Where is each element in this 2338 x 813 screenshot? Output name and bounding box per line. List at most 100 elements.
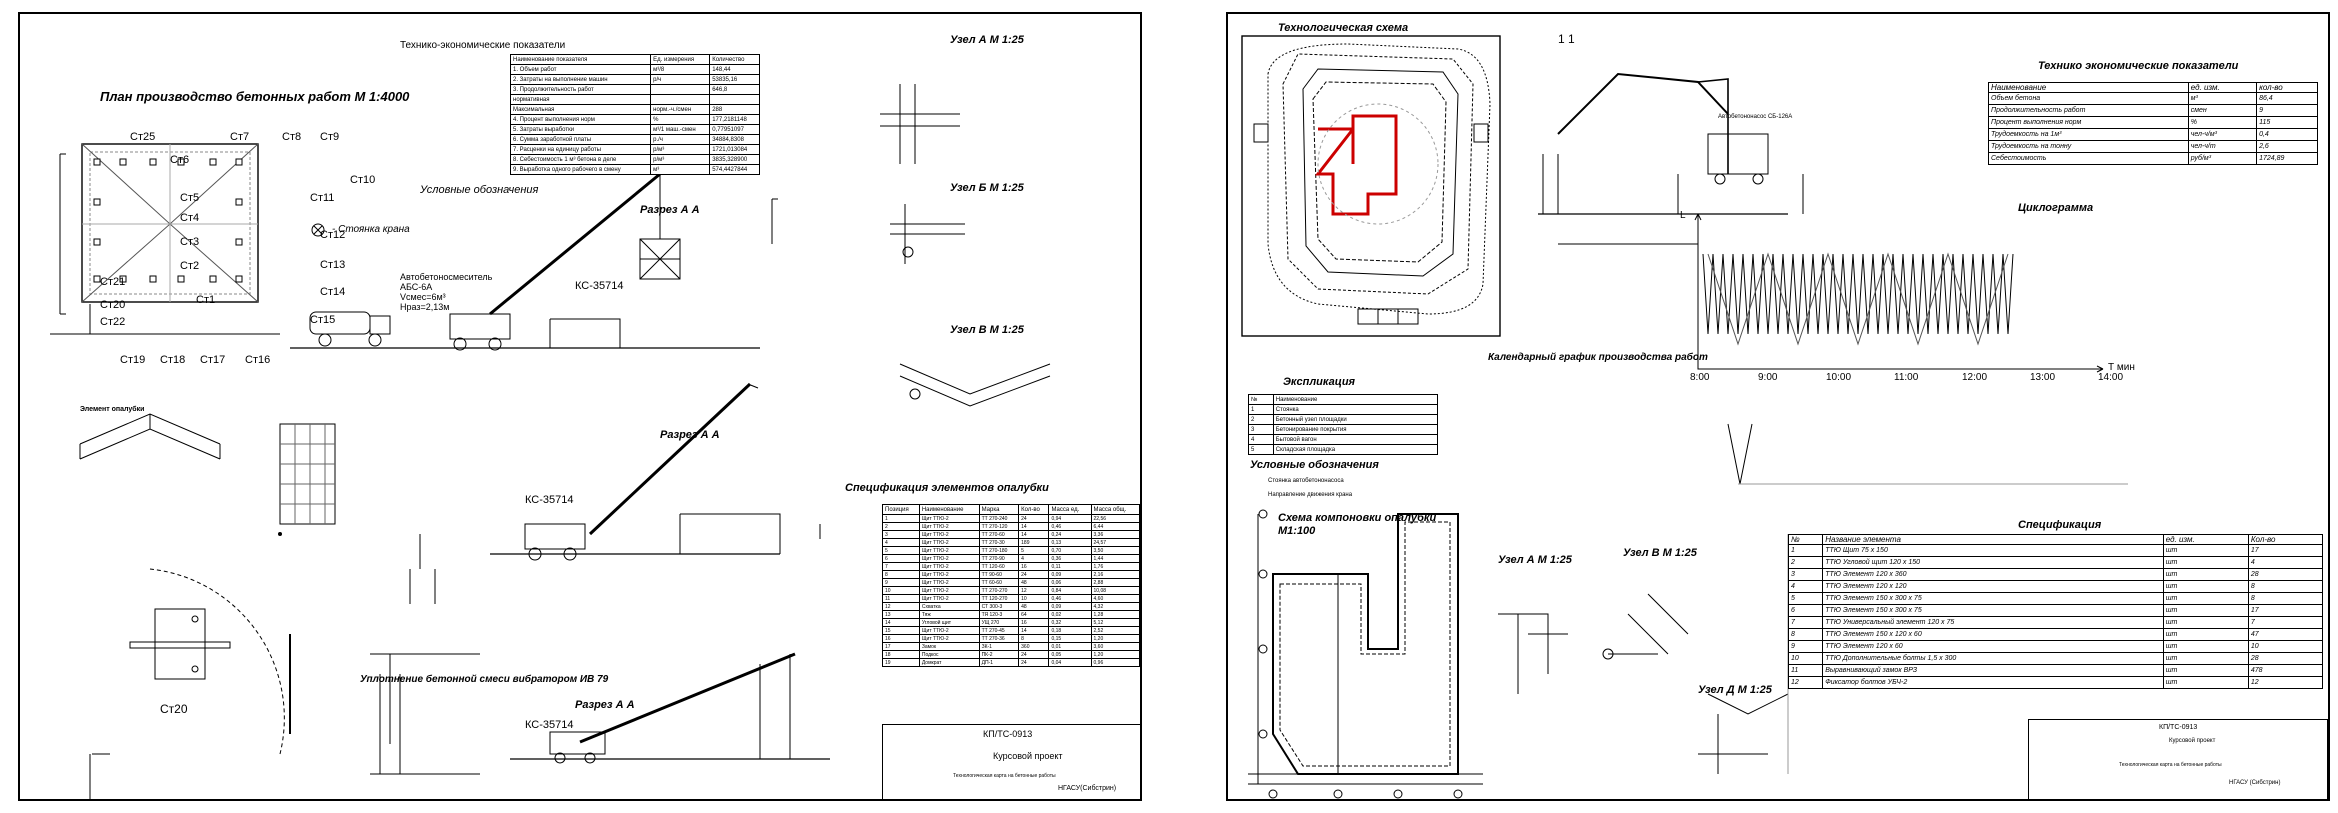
table-cell: 8 xyxy=(882,570,920,579)
table-cell: 17 xyxy=(882,642,920,651)
table-cell: шт xyxy=(2162,580,2249,593)
table-cell: 14 xyxy=(1018,522,1050,531)
node-title: Узел А М 1:25 xyxy=(1498,554,1572,566)
time-tick: 12:00 xyxy=(1962,372,1988,383)
table-cell: 6,44 xyxy=(1090,522,1140,531)
table-cell: 4 xyxy=(2247,556,2324,569)
table-cell: УЩ 270 xyxy=(978,618,1020,627)
table-cell: 24,57 xyxy=(1090,538,1140,547)
table-cell: Процент выполнения норм xyxy=(1988,116,2189,129)
table-cell: 12 xyxy=(882,602,920,611)
table-cell xyxy=(650,94,711,105)
table-cell: 7. Расценки на единицу работы xyxy=(509,144,652,155)
table-cell: ТТ 270-120 xyxy=(978,522,1020,531)
left-sheet-graphics xyxy=(50,84,1051,799)
table-cell: 16 xyxy=(882,634,920,643)
table-cell: 15 xyxy=(882,626,920,635)
table-cell: ТТЮ Элемент 150 х 300 х 75 xyxy=(1822,592,2164,605)
table-cell: 7 xyxy=(1787,616,1824,629)
drawing-sheet-left: План производство бетонных работ М 1:400… xyxy=(18,12,1142,801)
table-cell: ТТЮ Элемент 150 х 300 х 75 xyxy=(1822,604,2164,617)
table-cell: 0,04 xyxy=(1048,658,1092,667)
table-cell: ТТЮ Щит 75 х 150 xyxy=(1822,544,2164,557)
crane-stop-label: Ст10 xyxy=(350,174,376,186)
table-cell: 1. Объем работ xyxy=(509,64,652,75)
formwork-element-title: Элемент опалубки xyxy=(80,406,145,413)
table-cell: 0,06 xyxy=(1048,578,1092,587)
table-cell: ТТЮ Угловой щит 120 х 150 xyxy=(1822,556,2164,569)
table-cell: 0,05 xyxy=(1048,650,1092,659)
table-cell: Щит ТТЮ-2 xyxy=(918,586,980,595)
table-cell: 1,20 xyxy=(1090,650,1140,659)
table-cell: 288 xyxy=(709,104,760,115)
table-cell: 0,77951097 xyxy=(709,124,760,135)
crane-stop-label: Ст5 xyxy=(180,192,200,204)
crane-stop-label: Ст19 xyxy=(120,354,146,366)
table-cell: Бытовой вагон xyxy=(1272,434,1439,445)
table-cell: смен xyxy=(2187,104,2258,117)
table-cell: 6. Сумма заработной платы xyxy=(509,134,652,145)
table-cell: Себестоимость xyxy=(1988,152,2189,165)
table-cell: 4 xyxy=(1018,554,1050,563)
table-cell: 478 xyxy=(2247,664,2324,677)
crane-label: КС-35714 xyxy=(525,494,574,506)
table-cell: 17 xyxy=(2247,604,2324,617)
table-cell: 0,84 xyxy=(1048,586,1092,595)
crane-stop-label: Ст14 xyxy=(320,286,346,298)
table-cell: 3 xyxy=(882,530,920,539)
table-cell: 3,60 xyxy=(1090,642,1140,651)
table-cell: 0,15 xyxy=(1048,634,1092,643)
table-cell: ТТ 270-270 xyxy=(978,586,1020,595)
table-cell: м³ xyxy=(650,164,711,175)
table-cell: ТТ 270-36 xyxy=(978,634,1020,643)
tech-scheme-title: Технологическая схема xyxy=(1278,22,1409,34)
table-cell: ТТЮ Дополнительные болты 1,5 х 300 xyxy=(1822,652,2164,665)
table-cell: шт xyxy=(2162,592,2249,605)
table-cell: шт xyxy=(2162,616,2249,629)
table-cell: шт xyxy=(2162,604,2249,617)
table-row: 4. Процент выполнения норм%177,2181148 xyxy=(509,114,760,125)
table-cell: 2,16 xyxy=(1090,570,1140,579)
table-cell: 13 xyxy=(882,610,920,619)
table-cell: 3,36 xyxy=(1090,530,1140,539)
stamp-title: Курсовой проект xyxy=(2169,738,2216,744)
table-cell: Трудоемкость на тонну xyxy=(1988,140,2189,153)
table-cell: 24 xyxy=(1018,570,1050,579)
table-cell: Щит ТТЮ-2 xyxy=(918,530,980,539)
table-cell: 47 xyxy=(2247,628,2324,641)
table-cell: 0,46 xyxy=(1048,594,1092,603)
table-cell: 28 xyxy=(2247,652,2324,665)
node-title: Узел Д М 1:25 xyxy=(1698,684,1772,696)
table-cell: 24 xyxy=(1018,658,1050,667)
legend-title: Условные обозначения xyxy=(420,184,539,196)
table-cell: 0,09 xyxy=(1048,570,1092,579)
table-cell: шт xyxy=(2162,640,2249,653)
table-cell: Продолжительность работ xyxy=(1988,104,2189,117)
crane-stop-label: Ст2 xyxy=(180,260,200,272)
table-cell: 0,24 xyxy=(1048,530,1092,539)
table-cell: 8 xyxy=(1018,634,1050,643)
table-cell: ТТ 270-60 xyxy=(978,530,1020,539)
table-cell: 0,36 xyxy=(1048,554,1092,563)
table-header-row: № Название элемента ед. изм. Кол-во xyxy=(1787,534,2324,545)
node-title: Узел Б М 1:25 xyxy=(950,182,1024,194)
table-cell: м³ xyxy=(2187,92,2258,105)
crane-stop-label: Ст3 xyxy=(180,236,200,248)
table-cell: Щит ТТЮ-2 xyxy=(918,546,980,555)
